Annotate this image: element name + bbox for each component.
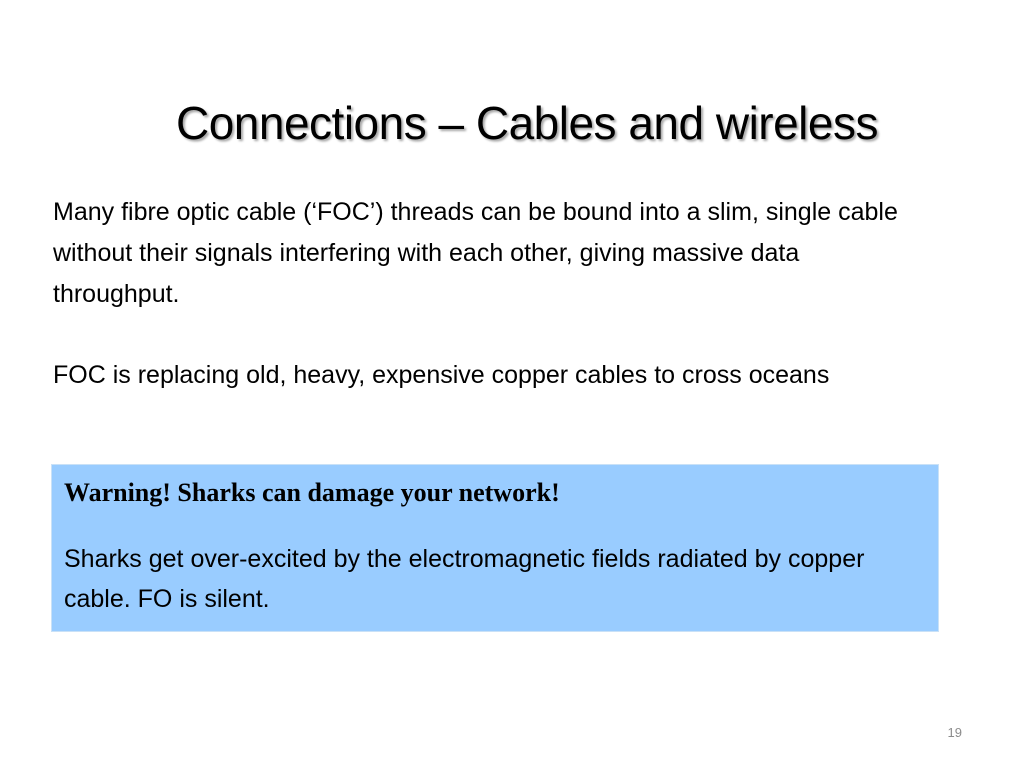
slide-body: Many fibre optic cable (‘FOC’) threads c… (53, 192, 913, 396)
warning-text: Sharks get over-excited by the electroma… (64, 545, 865, 613)
page-number: 19 (947, 725, 962, 740)
warning-callout-box: Warning! Sharks can damage your network!… (51, 464, 939, 632)
warning-heading: Warning! Sharks can damage your network! (64, 478, 560, 507)
body-paragraph-foc-replacing: FOC is replacing old, heavy, expensive c… (53, 361, 830, 389)
slide-title: Connections – Cables and wireless (175, 97, 879, 149)
body-paragraph-fibre-optic: Many fibre optic cable (‘FOC’) threads c… (53, 198, 898, 308)
